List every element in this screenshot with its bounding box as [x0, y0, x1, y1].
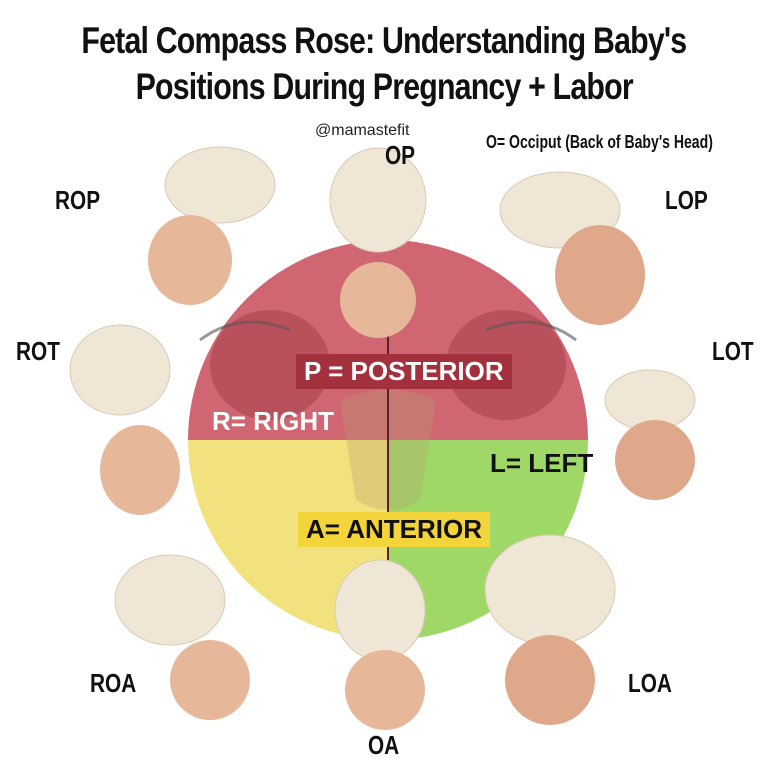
baby-lot [604, 369, 696, 500]
posterior-banner: P = POSTERIOR [296, 354, 512, 389]
anterior-right-zone [188, 440, 388, 640]
label-oa: OA [368, 730, 400, 760]
baby-oa [334, 559, 426, 730]
label-loa: LOA [628, 668, 672, 698]
page-title: Fetal Compass Rose: Understanding Baby's… [0, 18, 768, 110]
label-roa: ROA [90, 668, 137, 698]
legend-note: O= Occiput (Back of Baby's Head) [486, 132, 713, 152]
label-lop: LOP [665, 185, 708, 215]
baby-lop [499, 171, 645, 325]
baby-roa [114, 554, 250, 720]
baby-dolls [69, 146, 696, 730]
label-op: OP [385, 140, 416, 170]
label-rop: ROP [55, 185, 101, 215]
baby-loa [484, 534, 616, 725]
label-lot: LOT [712, 336, 754, 366]
baby-rot [69, 324, 180, 515]
title-line-1: Fetal Compass Rose: Understanding Baby's [81, 20, 688, 61]
label-rot: ROT [16, 336, 60, 366]
title-line-2: Positions During Pregnancy + Labor [135, 66, 633, 107]
left-label: L= LEFT [490, 448, 594, 478]
right-label: R= RIGHT [212, 406, 335, 436]
baby-op [329, 147, 427, 338]
anterior-banner: A= ANTERIOR [298, 512, 490, 547]
author-handle: @mamastefit [315, 122, 410, 139]
baby-rop [148, 146, 276, 305]
